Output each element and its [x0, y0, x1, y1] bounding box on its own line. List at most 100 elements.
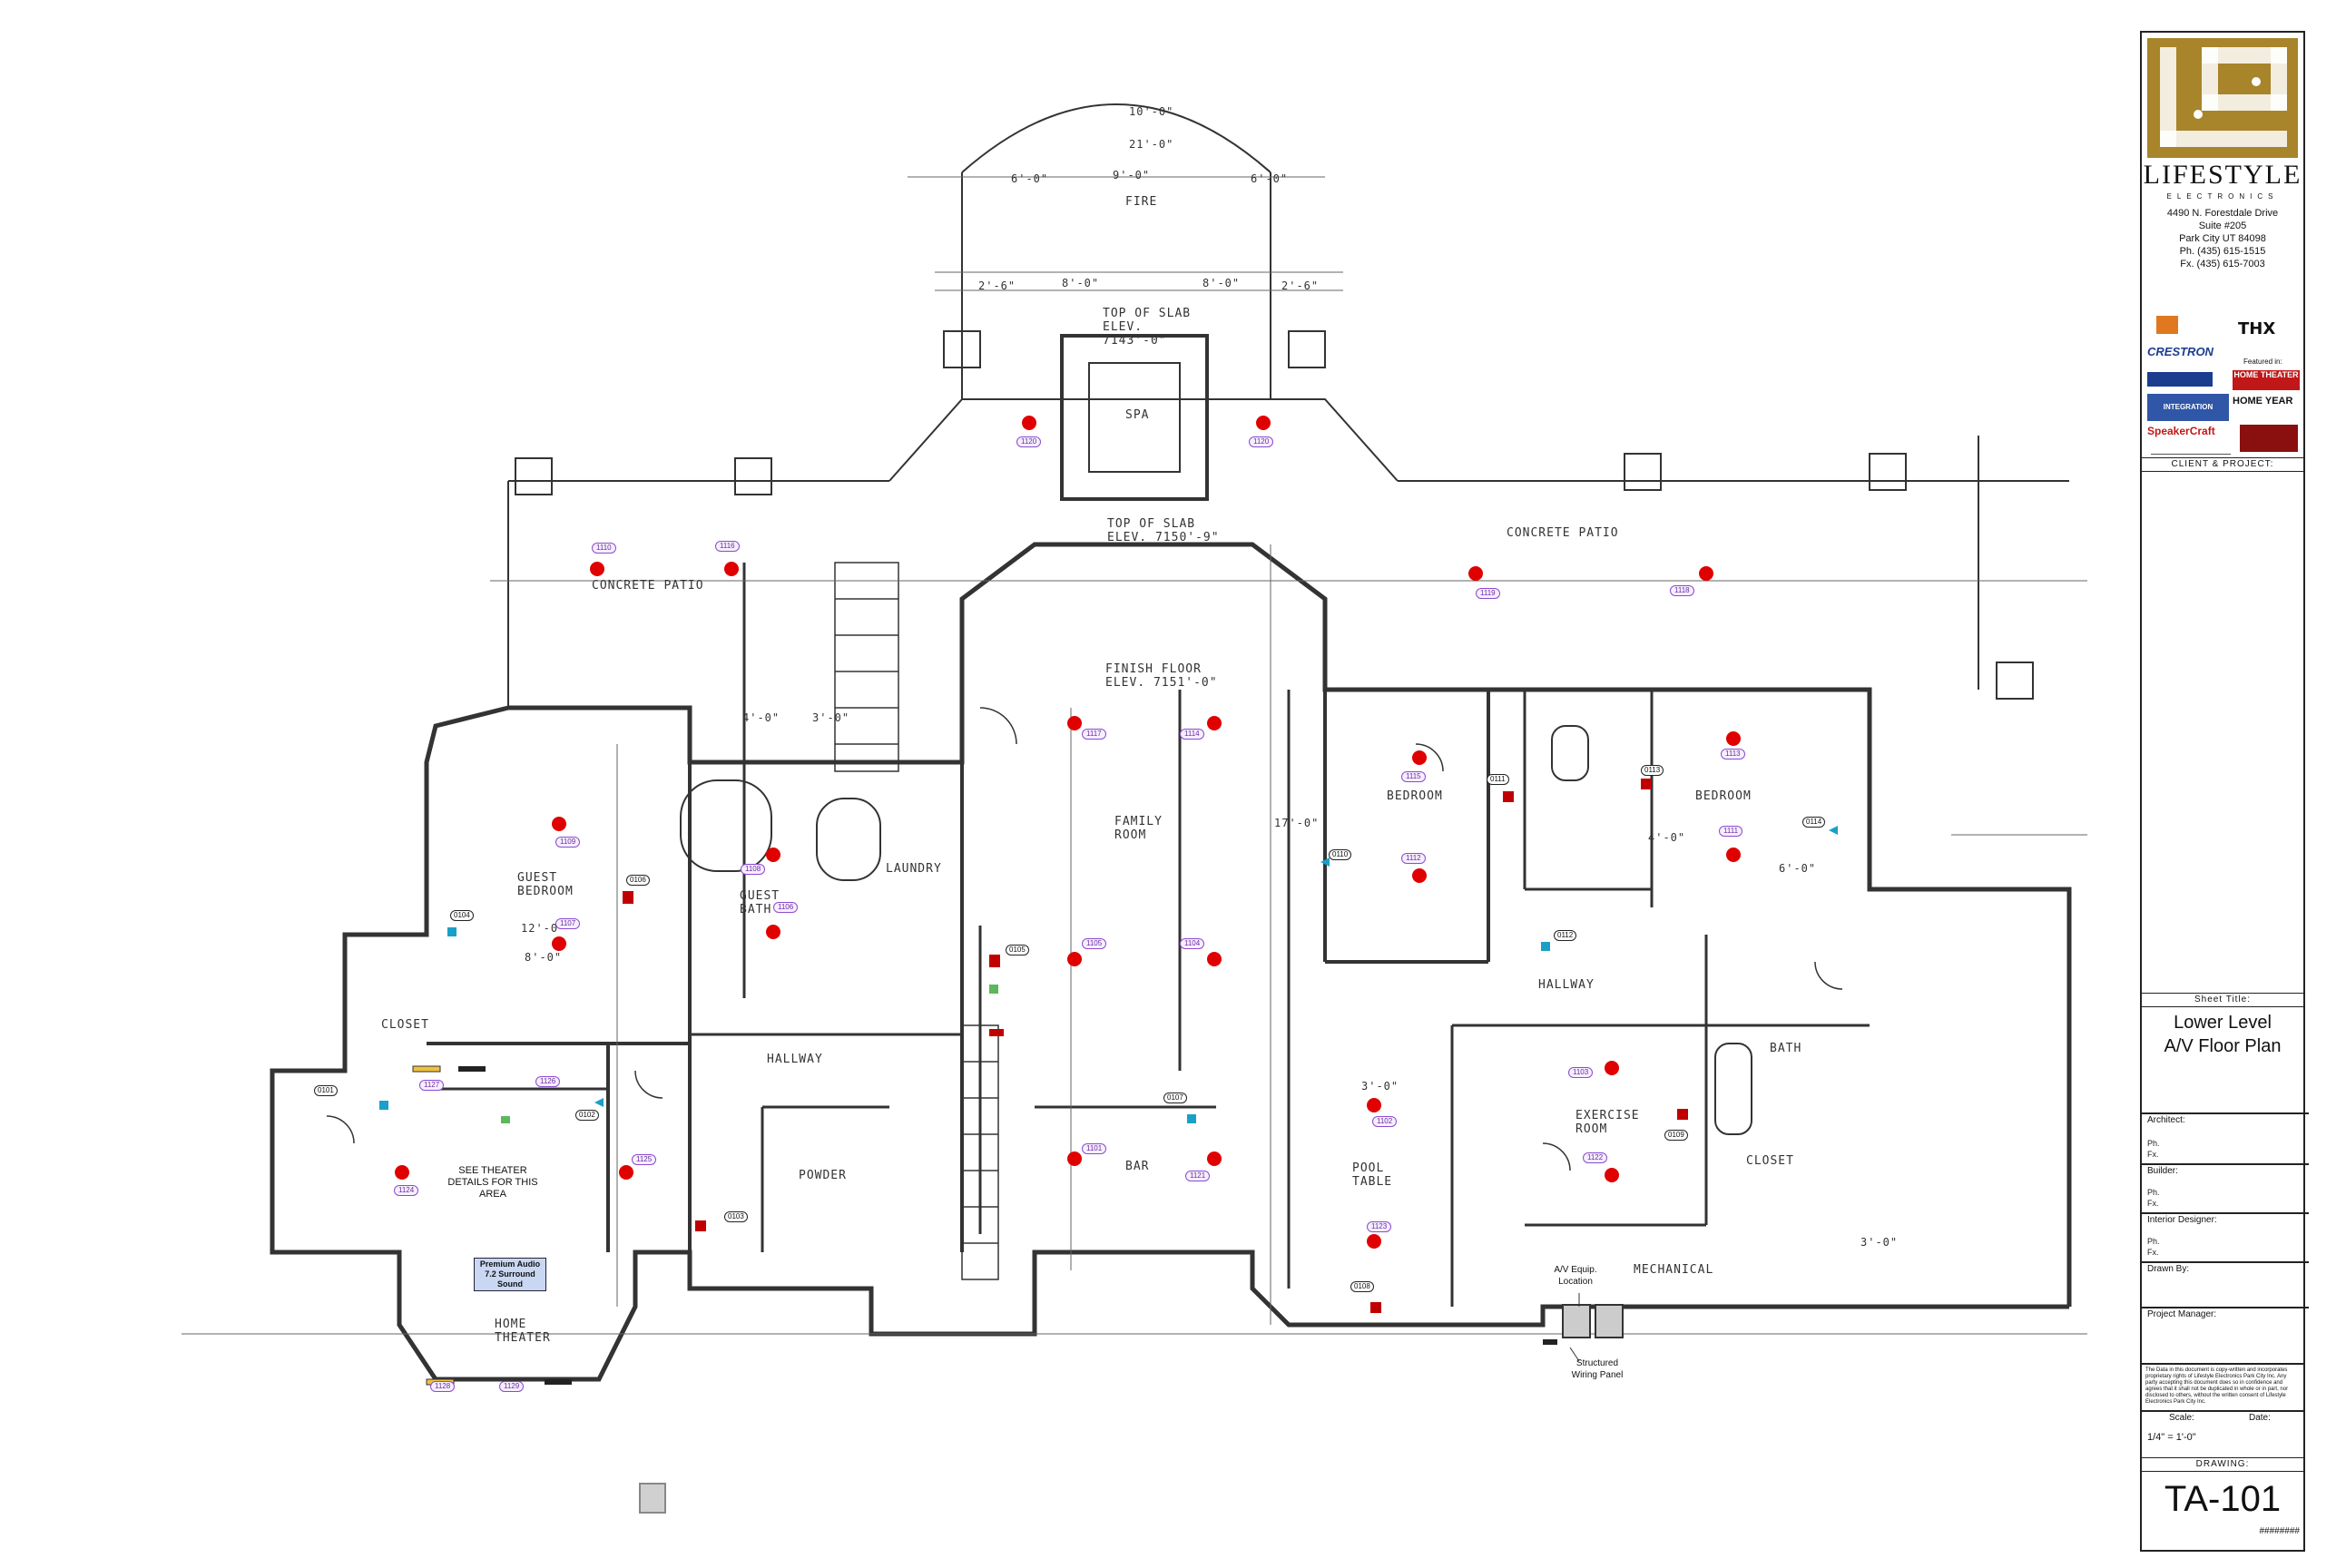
dimension-text: 6'-0" — [1011, 172, 1049, 185]
client-project-header: CLIENT & PROJECT: — [2142, 457, 2303, 472]
room-label-home-theater: HOME THEATER — [495, 1318, 551, 1345]
dimension-text: 6'-0" — [1779, 862, 1817, 875]
theater-equipment — [412, 985, 1624, 1514]
speaker-tag: 1117 — [1082, 729, 1106, 740]
speaker-tag: 1120 — [1016, 436, 1042, 447]
room-label-finish-floor: FINISH FLOOR ELEV. 7151'-0" — [1105, 662, 1218, 690]
speaker-tag: 1124 — [394, 1185, 419, 1196]
dimension-text: 3'-0" — [812, 711, 850, 724]
drawing-label: DRAWING: — [2142, 1457, 2303, 1472]
floor-plan-drawing — [182, 103, 2087, 1514]
speaker-tag: 1112 — [1401, 853, 1426, 864]
builder-fx: Fx. — [2147, 1199, 2159, 1208]
plan-walls — [270, 103, 2072, 1382]
room-label-exercise-room: EXERCISE ROOM — [1575, 1109, 1640, 1136]
room-label-pool-table: POOL TABLE — [1352, 1161, 1393, 1189]
dimension-text: 8'-0" — [525, 951, 563, 964]
integration-badge: INTEGRATION — [2147, 394, 2229, 421]
room-label-powder: POWDER — [799, 1169, 847, 1182]
room-label-slab-upper: TOP OF SLAB ELEV. 7143'-0" — [1103, 307, 1192, 348]
scale-value: 1/4" = 1'-0" — [2147, 1432, 2196, 1443]
room-label-closet-theater: CLOSET — [381, 1018, 429, 1032]
sheet-title-line-2: A/V Floor Plan — [2164, 1036, 2282, 1056]
speaker-tag: 1107 — [555, 918, 581, 929]
speaker-tag: 1110 — [592, 543, 616, 554]
premium-audio-label: Premium Audio 7.2 Surround Sound — [474, 1258, 546, 1291]
speaker-tag: 1129 — [499, 1381, 525, 1392]
room-label-patio-west: CONCRETE PATIO — [592, 579, 704, 593]
device-tag[interactable]: 0107 — [1163, 1093, 1187, 1103]
dimension-text: 3'-0" — [1361, 1080, 1399, 1093]
architect-fx: Fx. — [2147, 1150, 2159, 1159]
ceiling-speakers — [395, 416, 1741, 1249]
device-tag[interactable]: 0113 — [1641, 765, 1664, 776]
award-badge-icon — [2156, 316, 2178, 334]
speakercraft-badge: SpeakerCraft — [2147, 425, 2215, 437]
architect-field: Architect: — [2142, 1112, 2309, 1127]
home-of-year-badge: HOME YEAR — [2233, 396, 2293, 407]
dimension-text: 21'-0" — [1129, 138, 1174, 151]
interior-designer-ph: Ph. — [2147, 1237, 2160, 1246]
featured-label: Featured in: — [2243, 358, 2282, 366]
device-tag[interactable]: 0112 — [1554, 930, 1577, 941]
room-label-bar: BAR — [1125, 1160, 1150, 1173]
device-tag[interactable]: 0114 — [1802, 817, 1826, 828]
interior-designer-field: Interior Designer: — [2142, 1212, 2309, 1227]
architect-ph: Ph. — [2147, 1139, 2160, 1148]
device-tag[interactable]: 0104 — [450, 910, 474, 921]
device-tag[interactable]: 0106 — [626, 875, 650, 886]
speaker-tag: 1114 — [1180, 729, 1204, 740]
speaker-tag: 1127 — [419, 1080, 445, 1091]
dimension-text: 8'-0" — [1202, 277, 1241, 289]
speaker-tag: 1126 — [535, 1076, 561, 1087]
device-tag[interactable]: 0109 — [1664, 1130, 1688, 1141]
speaker-tag: 1106 — [773, 902, 799, 913]
scale-label: Scale: — [2169, 1413, 2194, 1423]
device-tag[interactable]: 0108 — [1350, 1281, 1374, 1292]
speaker-tag: 1111 — [1719, 826, 1743, 837]
device-tag[interactable]: 0105 — [1006, 945, 1029, 956]
room-label-mechanical: MECHANICAL — [1634, 1263, 1714, 1277]
tv-markers — [379, 826, 1838, 1123]
room-label-bath-east: BATH — [1770, 1042, 1802, 1055]
dimension-text: 12'-0" — [521, 922, 566, 935]
dimension-text: 2'-6" — [978, 279, 1016, 292]
room-label-guest-bedroom: GUEST BEDROOM — [517, 871, 574, 898]
speaker-tag: 1115 — [1401, 771, 1426, 782]
speaker-tag: 1118 — [1670, 585, 1694, 596]
company-logo — [2147, 38, 2298, 158]
company-name: LIFESTYLE — [2143, 160, 2302, 190]
room-label-guest-bath: GUEST BATH — [740, 889, 780, 916]
speaker-tag: 1108 — [741, 864, 766, 875]
speaker-tag: 1116 — [715, 541, 740, 552]
device-tag[interactable]: 0101 — [314, 1085, 338, 1096]
speaker-tag: 1109 — [555, 837, 581, 848]
room-label-patio-east: CONCRETE PATIO — [1507, 526, 1619, 540]
structured-wiring-note: Structured Wiring Panel — [1571, 1358, 1624, 1380]
device-tag[interactable]: 0111 — [1487, 774, 1509, 785]
builder-field: Builder: — [2142, 1163, 2309, 1178]
integration-award-icon — [2240, 425, 2298, 452]
dimension-text: 4'-0" — [1648, 831, 1686, 844]
dimension-text: 8'-0" — [1062, 277, 1100, 289]
device-tag[interactable]: 0110 — [1329, 849, 1352, 860]
speaker-tag: 1123 — [1367, 1221, 1392, 1232]
builder-ph: Ph. — [2147, 1188, 2160, 1197]
crestron-badge: CRESTRON — [2147, 345, 2213, 358]
dimension-text: 2'-6" — [1281, 279, 1320, 292]
project-manager-field: Project Manager: — [2142, 1307, 2309, 1321]
room-label-slab-lower: TOP OF SLAB ELEV. 7150'-9" — [1107, 517, 1220, 544]
device-tag[interactable]: 0103 — [724, 1211, 748, 1222]
speaker-tag: 1103 — [1568, 1067, 1594, 1078]
device-tag[interactable]: 0102 — [575, 1110, 599, 1121]
theater-details-note: SEE THEATER DETAILS FOR THIS AREA — [447, 1165, 538, 1200]
interior-designer-fx: Fx. — [2147, 1248, 2159, 1257]
speaker-tag: 1119 — [1476, 588, 1500, 599]
drawn-by-field: Drawn By: — [2142, 1261, 2309, 1276]
dimension-text: 17'-0" — [1274, 817, 1320, 829]
speaker-tag: 1120 — [1249, 436, 1274, 447]
room-label-family-room: FAMILY ROOM — [1114, 815, 1163, 842]
speaker-tag: 1104 — [1180, 938, 1205, 949]
date-label: Date: — [2249, 1413, 2271, 1423]
logo-mark-icon — [2160, 47, 2287, 147]
